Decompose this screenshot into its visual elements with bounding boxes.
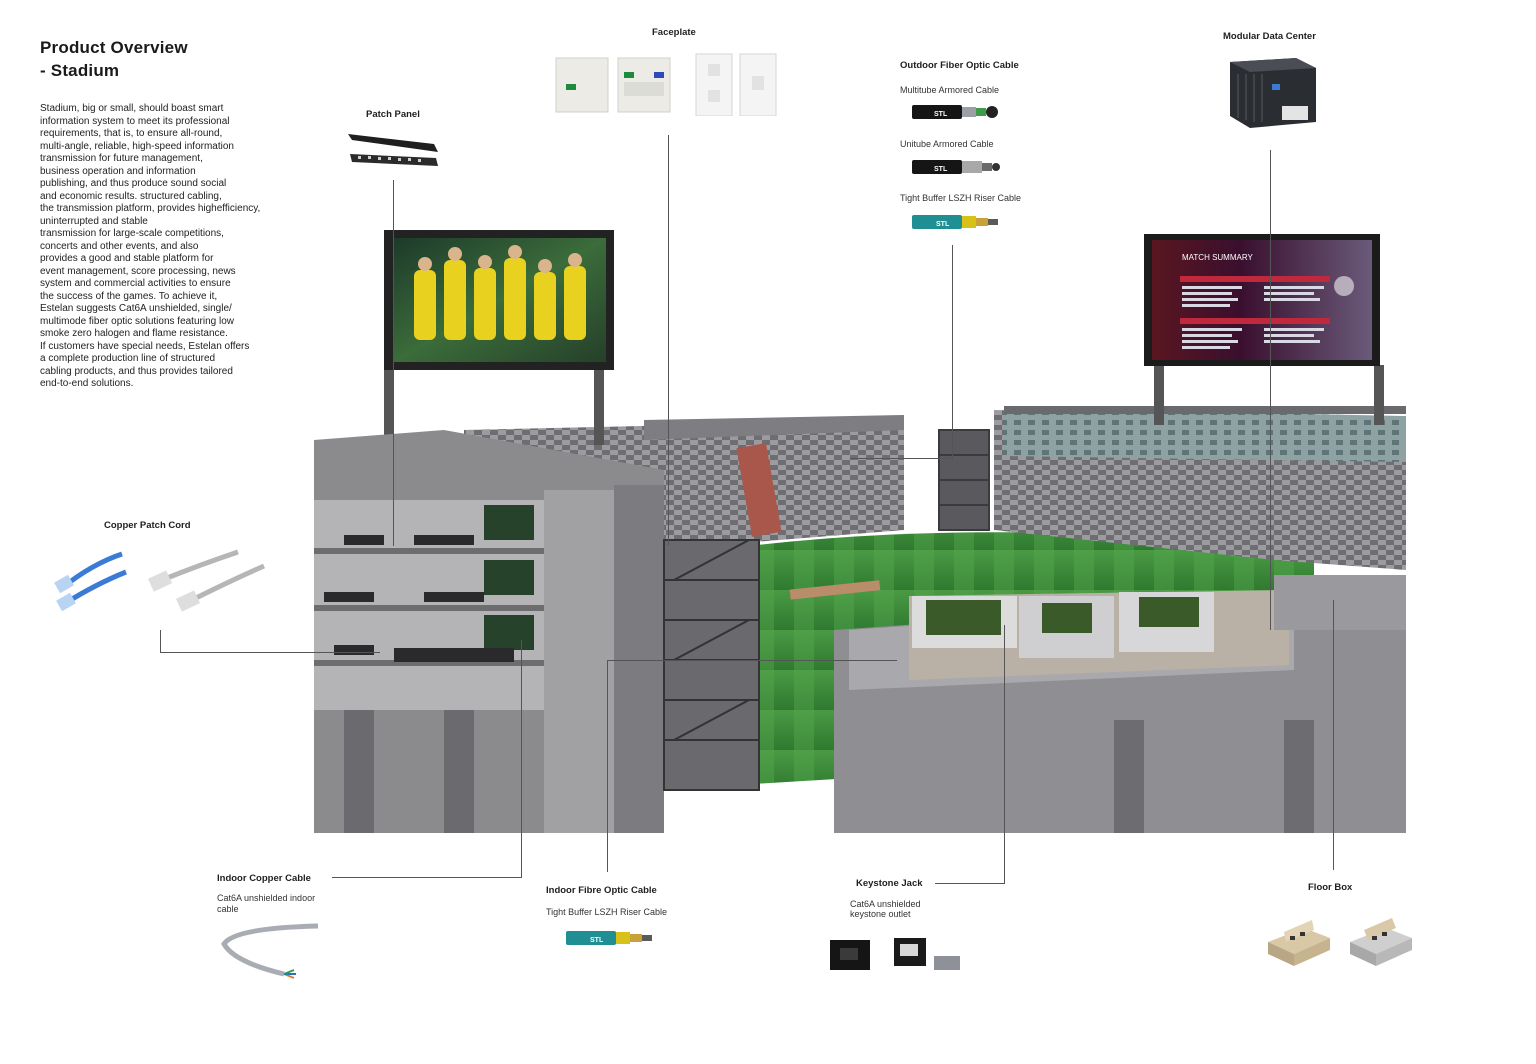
patch-panel-image bbox=[348, 134, 438, 166]
intro-line: the transmission platform, provides high… bbox=[40, 203, 261, 214]
intro-line: transmission for future management, bbox=[40, 153, 203, 164]
leader-outdoor-fiber-h bbox=[850, 458, 952, 459]
leader-indoor-copper-h bbox=[332, 877, 522, 878]
keystone-jack-image bbox=[830, 938, 960, 970]
right-scoreboard: MATCH SUMMARY bbox=[1144, 234, 1384, 425]
stair-tower bbox=[663, 539, 760, 791]
intro-line: the success of the games. To achieve it, bbox=[40, 290, 218, 302]
intro-line: end-to-end solutions. bbox=[40, 378, 134, 389]
keystone-jack-label: Keystone Jack bbox=[856, 878, 923, 889]
svg-text:STL: STL bbox=[934, 111, 948, 118]
unitube-label: Unitube Armored Cable bbox=[900, 139, 994, 149]
leader-indoor-copper bbox=[521, 640, 522, 878]
unitube-cable-image: STL bbox=[912, 160, 1000, 174]
keystone-sub-line1: Cat6A unshielded bbox=[850, 899, 921, 909]
page-title: Product Overview - Stadium bbox=[40, 38, 188, 80]
multitube-cable-image: STL bbox=[912, 105, 998, 119]
tower-center bbox=[938, 429, 990, 531]
svg-text:STL: STL bbox=[936, 221, 950, 228]
left-scoreboard bbox=[384, 230, 614, 445]
intro-line: and economic results. structured cabling… bbox=[40, 190, 222, 202]
intro-line: multimode fiber optic solutions featurin… bbox=[40, 315, 234, 327]
intro-line: concerts and other events, and also bbox=[40, 240, 199, 252]
intro-line: Estelan suggests Cat6A unshielded, singl… bbox=[40, 303, 232, 314]
stadium-illustration: MATCH SUMMARY bbox=[314, 230, 1406, 833]
leader-keystone bbox=[1004, 625, 1005, 883]
intro-line: information system to meet its professio… bbox=[40, 115, 230, 127]
copper-patch-cord-image bbox=[54, 549, 266, 612]
intro-line: requirements, that is, to ensure all-rou… bbox=[40, 128, 223, 139]
leader-faceplate bbox=[668, 135, 669, 545]
intro-line: multi-angle, reliable, high-speed inform… bbox=[40, 140, 234, 152]
leader-floor-box bbox=[1333, 600, 1334, 870]
leader-outdoor-fiber bbox=[952, 245, 953, 460]
copper-patch-cord-label: Copper Patch Cord bbox=[104, 520, 191, 531]
intro-line: business operation and information bbox=[40, 165, 196, 177]
intro-line: provides a good and stable platform for bbox=[40, 253, 214, 264]
intro-line: transmission for large-scale competition… bbox=[40, 228, 224, 239]
indoor-fibre-cable-image: STL bbox=[566, 931, 652, 945]
modular-data-center-label: Modular Data Center bbox=[1223, 31, 1316, 42]
intro-line: cabling products, and thus provides tail… bbox=[40, 365, 233, 377]
tight-buffer-cable-image: STL bbox=[912, 215, 998, 229]
patch-panel-label: Patch Panel bbox=[366, 109, 420, 120]
intro-line: system and commercial activities to ensu… bbox=[40, 278, 231, 289]
leader-indoor-fibre-h bbox=[607, 660, 897, 661]
intro-line: uninterrupted and stable bbox=[40, 215, 148, 227]
leader-patch-panel bbox=[393, 180, 394, 546]
indoor-fibre-sub: Tight Buffer LSZH Riser Cable bbox=[546, 907, 668, 917]
intro-line: event management, score processing, news bbox=[40, 265, 236, 277]
indoor-copper-cable-image bbox=[221, 923, 319, 979]
leader-copper-patch bbox=[160, 630, 161, 652]
multitube-label: Multitube Armored Cable bbox=[900, 85, 1000, 95]
intro-line: publishing, and thus produce sound socia… bbox=[40, 178, 227, 189]
right-platform bbox=[834, 575, 1406, 833]
indoor-fibre-label: Indoor Fibre Optic Cable bbox=[546, 885, 657, 896]
intro-line: Stadium, big or small, should boast smar… bbox=[40, 103, 224, 114]
intro-text: Stadium, big or small, should boast smar… bbox=[40, 103, 308, 391]
intro-line: a complete production line of structured bbox=[40, 353, 216, 364]
floor-box-label: Floor Box bbox=[1308, 882, 1353, 893]
keystone-sub-line2: keystone outlet bbox=[850, 909, 911, 919]
leader-keystone-h bbox=[935, 883, 1005, 884]
svg-text:STL: STL bbox=[934, 166, 948, 173]
svg-text:STL: STL bbox=[590, 937, 604, 944]
indoor-copper-label: Indoor Copper Cable bbox=[217, 873, 311, 884]
floor-box-image bbox=[1268, 918, 1412, 966]
scoreboard-title: MATCH SUMMARY bbox=[1182, 253, 1253, 262]
faceplate-image bbox=[555, 53, 777, 116]
intro-line: If customers have special needs, Estelan… bbox=[40, 340, 250, 352]
leader-modular-dc bbox=[1270, 150, 1271, 630]
indoor-copper-sub: Cat6A unshielded indoor cable bbox=[217, 893, 316, 914]
modular-data-center-image bbox=[1230, 58, 1316, 128]
intro-line: smoke zero halogen and flame resistance. bbox=[40, 328, 228, 339]
pitch-wicket bbox=[789, 580, 881, 600]
left-building bbox=[314, 430, 664, 833]
leader-copper-patch-h bbox=[160, 652, 380, 653]
leader-indoor-fibre bbox=[607, 660, 608, 872]
faceplate-label: Faceplate bbox=[652, 27, 696, 38]
outdoor-fiber-label: Outdoor Fiber Optic Cable bbox=[900, 60, 1019, 71]
tight-buffer-label: Tight Buffer LSZH Riser Cable bbox=[900, 193, 1022, 203]
